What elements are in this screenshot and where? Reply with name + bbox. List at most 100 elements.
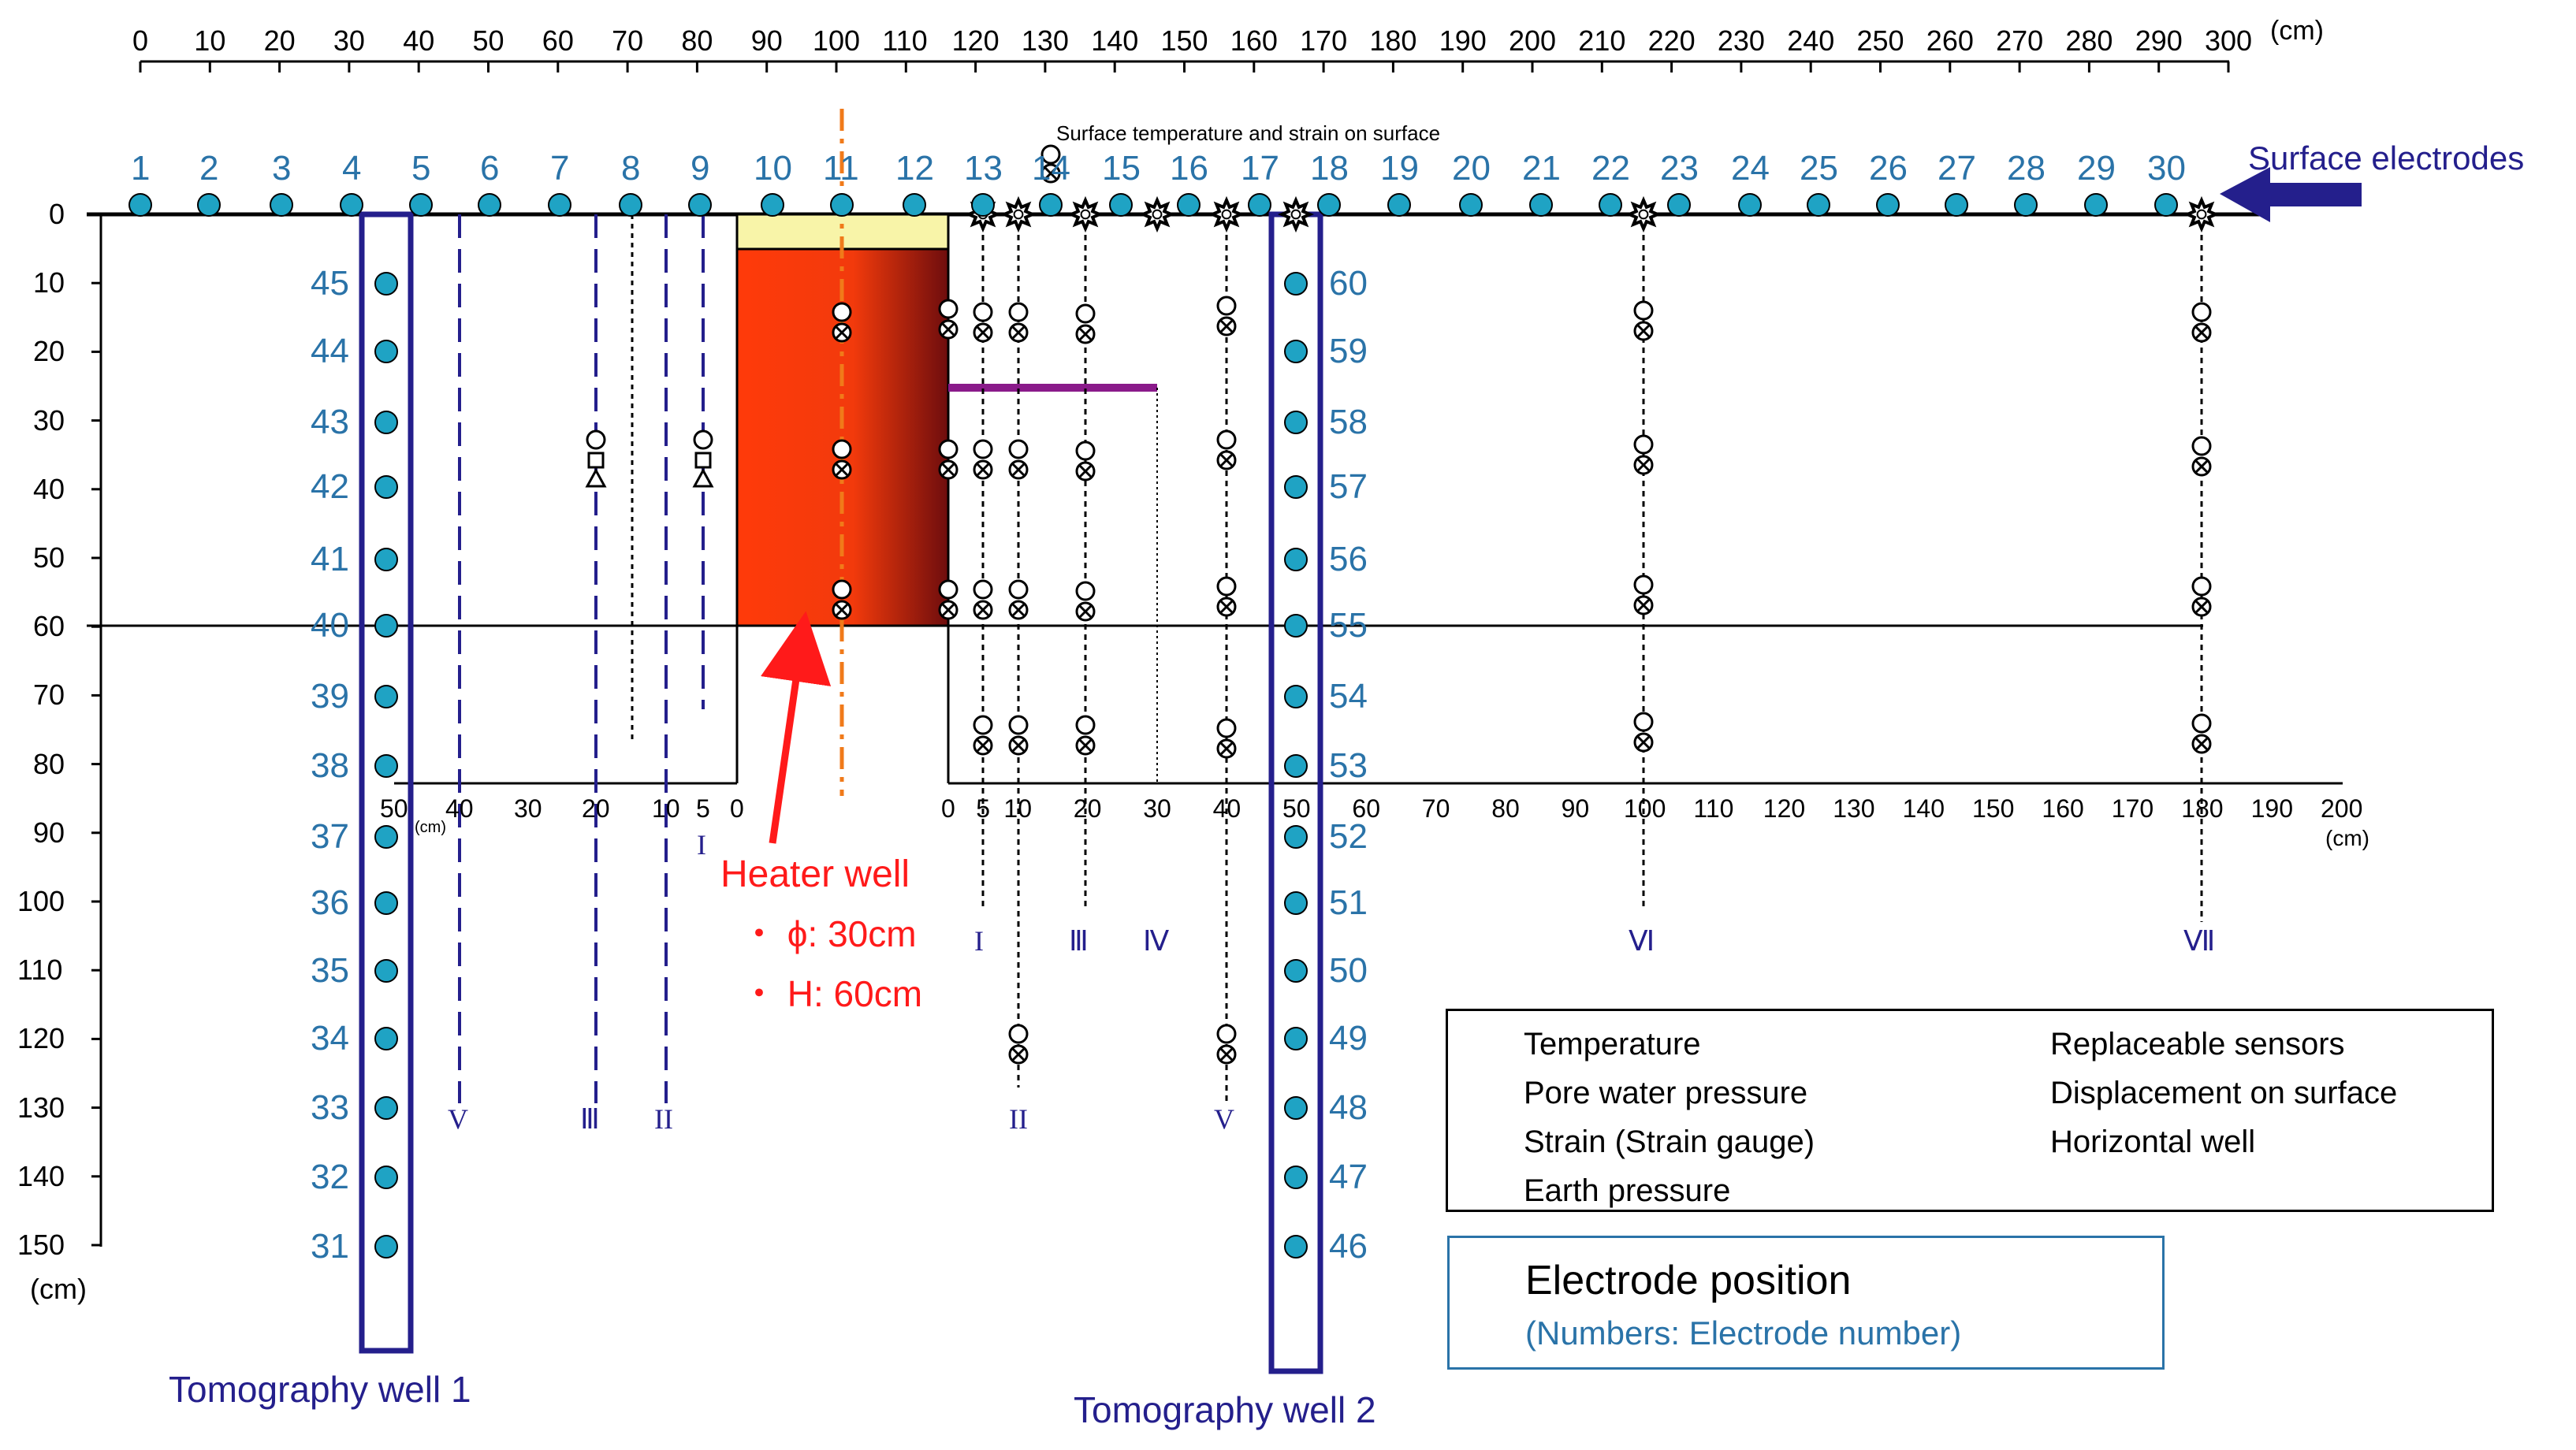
top-tick-label: 250 <box>1856 24 1904 57</box>
strain-sensor <box>1008 459 1029 480</box>
strain-sensor <box>2191 734 2212 754</box>
well1-electrode <box>374 411 398 434</box>
temperature-sensor <box>938 579 959 600</box>
temperature-sensor <box>1075 441 1096 461</box>
strain-sensor <box>1216 1044 1237 1065</box>
surface-electrode <box>548 193 571 217</box>
well1-electrode <box>374 825 398 849</box>
roman-label-left_II: II <box>654 1103 673 1135</box>
surface-electrode <box>1667 193 1691 217</box>
surface-electrode-number: 7 <box>550 149 570 188</box>
surface-electrode-number: 22 <box>1591 149 1630 188</box>
strain-sensor <box>1008 600 1029 620</box>
well2-electrode-number: 48 <box>1329 1088 1368 1127</box>
well1-electrode <box>374 891 398 915</box>
legend-temperature: Temperature <box>1524 1027 1701 1061</box>
replaceable-sensor-lines <box>458 214 705 1103</box>
tomography-well-1-label: Tomography well 1 <box>169 1369 471 1410</box>
surface-electrode-number: 13 <box>964 149 1003 188</box>
right-sub-tick-label: 200 <box>2321 794 2363 823</box>
right-sub-tick-label: 160 <box>2042 794 2084 823</box>
roman-label-left_I: I <box>697 829 706 861</box>
left-tick-label: 0 <box>49 198 65 230</box>
well2-electrode <box>1284 959 1308 983</box>
right-sub-tick-label: 150 <box>1972 794 2015 823</box>
surface-electrode-number: 10 <box>754 149 792 188</box>
temperature-sensor <box>938 299 959 319</box>
surface-electrode <box>2084 193 2108 217</box>
left-sub-tick-label: 30 <box>514 794 542 823</box>
right-sub-tick-label: 0 <box>941 794 955 823</box>
well1-electrode <box>374 272 398 296</box>
well1-electrode-number: 38 <box>311 746 349 785</box>
temperature-sensor <box>1633 574 1654 595</box>
right-sub-tick-label: 30 <box>1143 794 1171 823</box>
left-tick-label: 40 <box>33 472 65 505</box>
surface-electrode-number: 4 <box>342 149 362 188</box>
strain-sensor <box>973 459 993 480</box>
surface-electrode-number: 26 <box>1869 149 1908 188</box>
top-tick-label: 20 <box>263 24 296 57</box>
surface-electrode <box>1945 193 1968 217</box>
electrode-legend-title: Electrode position <box>1525 1258 1852 1303</box>
earth-pressure-sensor <box>694 452 712 469</box>
strain-sensor <box>1075 735 1096 756</box>
temperature-sensor <box>2191 436 2212 456</box>
surface-electrodes-arrow <box>2220 167 2362 222</box>
well2-electrode-number: 57 <box>1329 467 1368 506</box>
temperature-sensor <box>1008 579 1029 600</box>
surface-electrode-number: 19 <box>1380 149 1419 188</box>
left-tick-label: 90 <box>33 816 65 849</box>
well2-electrode-number: 46 <box>1329 1227 1368 1266</box>
temperature-sensor <box>973 439 993 459</box>
temperature-sensor <box>1633 300 1654 321</box>
temperature-sensor <box>938 439 959 459</box>
surface-electrode-number: 11 <box>823 149 859 188</box>
surface-electrode-number: 28 <box>2007 149 2046 188</box>
surface-electrode-number: 6 <box>480 149 500 188</box>
well2-electrode-number: 50 <box>1329 951 1368 990</box>
surface-electrode <box>1387 193 1411 217</box>
right-sub-tick-label: 90 <box>1561 794 1590 823</box>
well1-electrode-number: 44 <box>311 332 349 370</box>
strain-sensor <box>1216 597 1237 617</box>
well2-electrode <box>1284 891 1308 915</box>
strain-sensor <box>832 600 852 620</box>
well1-electrode <box>374 1027 398 1050</box>
strain-sensor <box>832 322 852 343</box>
right-sub-tick-label: 40 <box>1212 794 1241 823</box>
top-tick-label: 260 <box>1926 24 1974 57</box>
earth-pressure-sensor <box>587 452 605 469</box>
temperature-sensor <box>2191 576 2212 597</box>
well2-electrode-number: 51 <box>1329 883 1368 922</box>
temperature-sensor <box>1216 718 1237 738</box>
strain-sensor <box>1633 455 1654 475</box>
surface-electrode-number: 20 <box>1452 149 1491 188</box>
strain-sensor <box>973 600 993 620</box>
left-tick-label: 50 <box>33 541 65 574</box>
well2-electrode <box>1284 754 1308 778</box>
well2-electrode-number: 58 <box>1329 403 1368 441</box>
strain-sensor <box>973 322 993 343</box>
temperature-sensor <box>2191 302 2212 322</box>
temperature-sensor <box>1008 302 1029 322</box>
well1-electrode <box>374 959 398 983</box>
temperature-sensor <box>1075 715 1096 735</box>
right-sub-tick-label: 50 <box>1282 794 1311 823</box>
right-sub-tick-label: 80 <box>1491 794 1520 823</box>
well1-electrode-number: 37 <box>311 817 349 856</box>
surface-electrode <box>971 193 995 217</box>
left-tick-label: 60 <box>33 610 65 643</box>
right-sub-tick-label: 5 <box>976 794 990 823</box>
top-axis-unit: (cm) <box>2270 16 2324 46</box>
legend-earth-pressure: Earth pressure <box>1524 1173 1731 1208</box>
surface-electrode <box>1876 193 1900 217</box>
top-tick-label: 70 <box>612 24 644 57</box>
legend-replaceable: Replaceable sensors <box>2050 1027 2345 1061</box>
strain-sensor <box>973 735 993 756</box>
left-tick-label: 150 <box>17 1229 65 1261</box>
tomography-well-2-label: Tomography well 2 <box>1074 1389 1376 1430</box>
well2-electrode <box>1284 340 1308 363</box>
strain-sensor <box>1075 461 1096 481</box>
